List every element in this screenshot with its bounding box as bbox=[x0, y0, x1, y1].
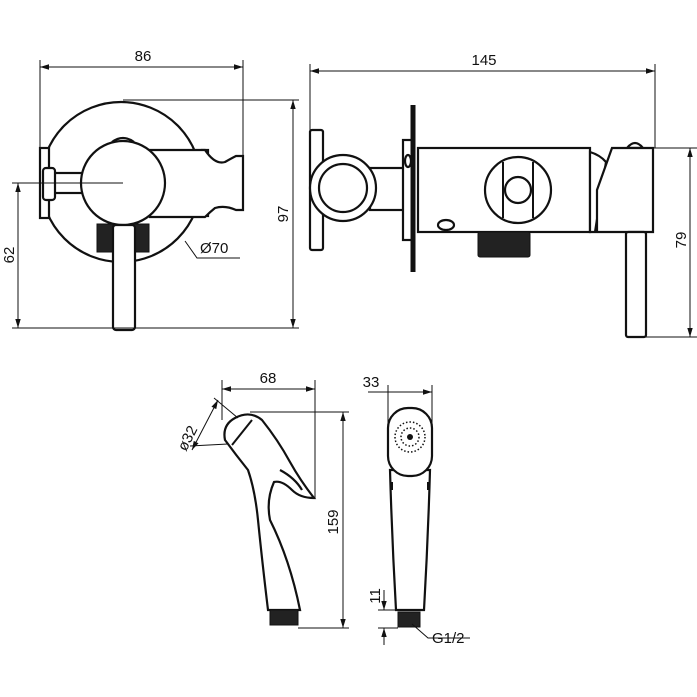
thread-label: G1/2 bbox=[432, 630, 465, 647]
dim-62: 62 bbox=[1, 247, 18, 264]
front-view-dimensions: 86 97 62 Ø70 bbox=[1, 48, 299, 329]
dim-11: 11 bbox=[367, 588, 384, 604]
handshower-front-body bbox=[388, 468, 432, 612]
side-view-mixer bbox=[308, 105, 655, 339]
dim-68: 68 bbox=[260, 370, 277, 387]
handshower-front-nozzle bbox=[397, 611, 421, 628]
thread-left bbox=[96, 223, 114, 253]
dim-86: 86 bbox=[135, 48, 152, 65]
dim-159: 159 bbox=[325, 509, 342, 534]
dim-145: 145 bbox=[471, 52, 496, 69]
holder-arm bbox=[148, 148, 245, 219]
lever bbox=[111, 223, 137, 332]
side-lever bbox=[624, 230, 648, 339]
side-view-dimensions: 145 79 bbox=[309, 52, 697, 338]
handshower-front-dimensions: 33 11 G1/2 bbox=[363, 374, 470, 647]
handshower-side bbox=[223, 413, 317, 626]
lever-head bbox=[595, 146, 655, 234]
dim-33: 33 bbox=[363, 374, 380, 391]
front-view-mixer bbox=[38, 100, 245, 332]
nut bbox=[41, 166, 57, 202]
handshower-front bbox=[386, 406, 434, 628]
dim-97: 97 bbox=[275, 206, 292, 223]
handshower-body bbox=[223, 413, 317, 612]
dim-79: 79 bbox=[673, 232, 690, 249]
handshower-nozzle bbox=[269, 609, 299, 626]
dim-d70: Ø70 bbox=[200, 240, 228, 257]
dim-d32: ø32 bbox=[174, 423, 201, 454]
outlet-thread bbox=[477, 231, 531, 258]
